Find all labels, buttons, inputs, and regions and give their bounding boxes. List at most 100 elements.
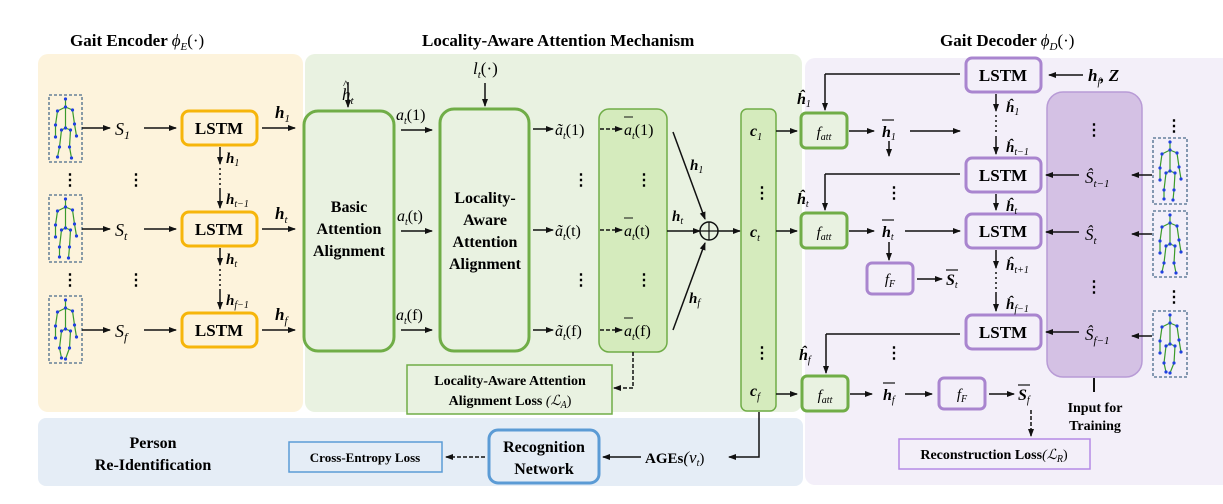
svg-text:Ŝt−1: Ŝt−1 bbox=[1085, 168, 1109, 190]
encoder-recurrent-1: h1 ht−1 bbox=[217, 147, 249, 210]
attention-a-tilde-labels: ãt(1) ãt(t) ãt(f) ⋮ ⋮ bbox=[533, 122, 589, 343]
vertical-dots: ⋮ bbox=[128, 172, 144, 189]
decoder-f-F-f: fF Sf bbox=[905, 376, 1034, 437]
reconstruction-loss-box bbox=[898, 438, 1091, 470]
svg-text:hf: hf bbox=[689, 291, 701, 309]
svg-text:at(t): at(t) bbox=[397, 208, 423, 228]
encoder-lstm-f bbox=[180, 311, 259, 349]
decoder-recurrent: ĥ1 ĥt−1 ĥt ĥt+1 ĥf−1 bbox=[993, 94, 1029, 315]
block-label: Network bbox=[514, 461, 574, 478]
decoder-f-att-f: fatt ĥf hf bbox=[776, 333, 960, 413]
svg-text:ĥt: ĥt bbox=[1006, 197, 1017, 217]
encoder-title: Gait Encoder ϕE(·) bbox=[70, 31, 204, 53]
svg-text:St: St bbox=[946, 272, 958, 291]
vertical-dots: ⋮ bbox=[886, 345, 902, 362]
encoder-row-1: S1 LSTM h1 bbox=[82, 103, 296, 147]
block-label: Recognition bbox=[503, 439, 585, 456]
ages-label: AGEs(vt) bbox=[645, 448, 704, 469]
reid-title: Re-Identification bbox=[95, 457, 212, 474]
svg-text:LSTM: LSTM bbox=[979, 66, 1027, 85]
reid-title: Person bbox=[129, 435, 176, 452]
svg-text:⋮: ⋮ bbox=[1086, 122, 1102, 139]
svg-text:ãt(t): ãt(t) bbox=[555, 223, 581, 243]
svg-text:cf: cf bbox=[750, 383, 761, 403]
training-inputs: ⋮ Ŝt−1 Ŝt ⋮ Ŝf−1 bbox=[1045, 122, 1152, 347]
decoder-lstm-t: LSTM bbox=[964, 212, 1043, 250]
block-label: Alignment bbox=[449, 256, 522, 273]
svg-text:fatt: fatt bbox=[817, 225, 832, 243]
svg-text:at(1): at(1) bbox=[396, 107, 425, 127]
svg-text:c1: c1 bbox=[750, 123, 762, 143]
svg-text:LSTM: LSTM bbox=[979, 222, 1027, 241]
svg-text:fF: fF bbox=[957, 387, 968, 405]
lstm-label: LSTM bbox=[195, 119, 243, 138]
svg-text:⋮: ⋮ bbox=[636, 172, 652, 189]
vertical-dots: ⋮ bbox=[1166, 118, 1182, 135]
svg-text:ĥf−1: ĥf−1 bbox=[1006, 295, 1029, 315]
encoder-panel bbox=[38, 54, 303, 412]
svg-text:ht: ht bbox=[882, 224, 894, 243]
recognition-network-block bbox=[487, 428, 601, 485]
attention-alignment-loss-box bbox=[406, 364, 613, 415]
block-label: Aware bbox=[463, 212, 507, 229]
svg-text:ĥ1: ĥ1 bbox=[1006, 98, 1019, 118]
svg-text:at(f): at(f) bbox=[396, 307, 423, 327]
input-label: S1 bbox=[115, 119, 130, 142]
skeleton-icon bbox=[48, 295, 83, 364]
svg-text:ĥf: ĥf bbox=[799, 345, 812, 366]
training-label: Input for bbox=[1068, 401, 1123, 416]
svg-text:ĥ1: ĥ1 bbox=[797, 89, 811, 110]
decoder-title: Gait Decoder ϕD(·) bbox=[940, 31, 1074, 53]
skeleton-icon bbox=[1152, 137, 1188, 205]
training-label: Training bbox=[1069, 419, 1121, 434]
svg-text:⋮: ⋮ bbox=[573, 172, 589, 189]
svg-text:ht−1: ht−1 bbox=[226, 192, 249, 210]
output-label: ht bbox=[275, 204, 288, 226]
svg-text:ct: ct bbox=[750, 224, 760, 244]
block-label: Attention bbox=[317, 221, 382, 238]
skeleton-icon bbox=[1152, 310, 1188, 378]
hat-mark: ^ bbox=[343, 77, 349, 91]
svg-text:LSTM: LSTM bbox=[979, 323, 1027, 342]
decoder-lstm-t-1: LSTM bbox=[964, 156, 1043, 194]
attention-a-bar-labels: at(1) at(t) at(f) ⋮ ⋮ bbox=[600, 116, 653, 343]
svg-text:hf: hf bbox=[883, 387, 896, 406]
svg-text:hf, Z: hf, Z bbox=[1088, 66, 1119, 88]
block-label: Basic bbox=[331, 199, 367, 216]
encoder-recurrent-2: ht hf−1 bbox=[217, 248, 249, 311]
svg-text:LSTM: LSTM bbox=[979, 166, 1027, 185]
decoder-lstm-f-1: LSTM bbox=[964, 313, 1043, 351]
encoder-row-f: Sf LSTM hf bbox=[82, 305, 296, 349]
decoder-f-att-t: fatt ĥt ht bbox=[776, 173, 960, 250]
encoder-lstm-t bbox=[180, 210, 259, 248]
vertical-dots: ⋮ bbox=[886, 185, 902, 202]
svg-text:h1: h1 bbox=[226, 151, 239, 169]
decoder-lstm-0: LSTM hf, Z bbox=[964, 56, 1119, 94]
svg-text:h1: h1 bbox=[690, 158, 703, 176]
svg-text:⋮: ⋮ bbox=[754, 185, 770, 202]
decoder-f-F-t: fF St bbox=[865, 261, 958, 296]
block-label: Locality- bbox=[454, 190, 515, 207]
loss-label: Locality-Aware Attention bbox=[434, 374, 586, 389]
input-label: Sf bbox=[115, 321, 129, 344]
svg-text:ĥt−1: ĥt−1 bbox=[1006, 138, 1029, 158]
svg-text:ht: ht bbox=[226, 252, 237, 270]
attention-title: Locality-Aware Attention Mechanism bbox=[422, 31, 694, 50]
input-label: St bbox=[115, 220, 128, 243]
vertical-dots: ⋮ bbox=[1166, 289, 1182, 306]
svg-text:fatt: fatt bbox=[818, 388, 833, 406]
lstm-label: LSTM bbox=[195, 220, 243, 239]
svg-text:Ŝt: Ŝt bbox=[1085, 225, 1098, 247]
loss-label: Cross-Entropy Loss bbox=[310, 450, 420, 465]
context-vector-column bbox=[740, 108, 777, 412]
output-label: hf bbox=[275, 305, 289, 327]
svg-text:fatt: fatt bbox=[817, 125, 832, 143]
encoder-row-t: St LSTM ht bbox=[82, 204, 296, 248]
vertical-dots: ⋮ bbox=[62, 272, 78, 289]
svg-text:⋮: ⋮ bbox=[636, 272, 652, 289]
block-label: Alignment bbox=[313, 243, 386, 260]
locality-aware-attention-alignment-block bbox=[438, 107, 531, 353]
svg-text:⋮: ⋮ bbox=[573, 272, 589, 289]
svg-text:ĥt+1: ĥt+1 bbox=[1006, 256, 1029, 276]
